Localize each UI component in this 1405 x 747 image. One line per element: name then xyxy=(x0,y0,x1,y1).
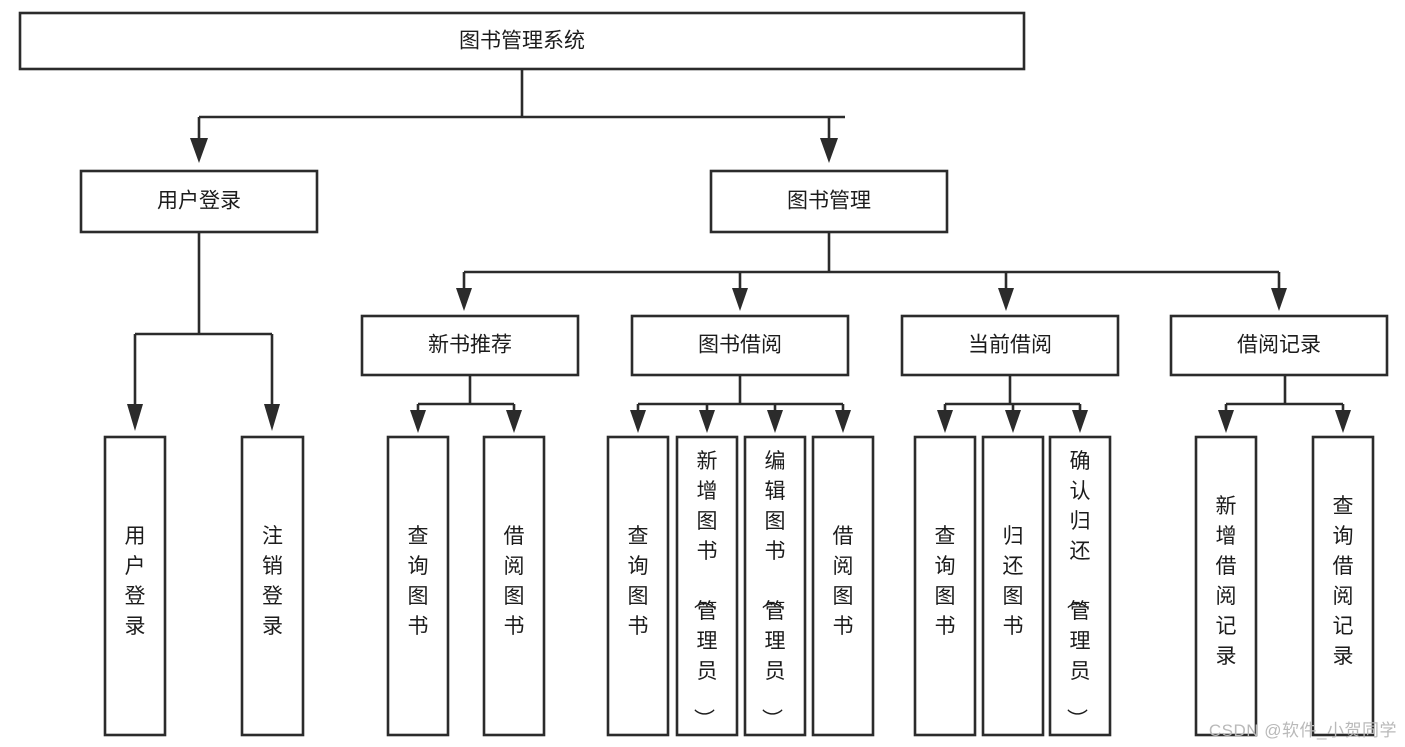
arrow-head-borrow-record xyxy=(1271,288,1287,311)
leaf-borrow-book-1-box[interactable] xyxy=(482,435,546,737)
leaf-borrow-book-2-box[interactable] xyxy=(811,435,875,737)
node-current-borrow-label: 当前借阅 xyxy=(968,334,1052,357)
arrow-head-leaf-borrow-book-1 xyxy=(506,410,522,433)
node-new-book-rec[interactable]: 新书推荐 xyxy=(360,314,580,377)
leaf-return-book[interactable]: 归还图书 xyxy=(981,435,1045,737)
leaf-user-login-label: 用户登录 xyxy=(125,525,146,638)
leaf-confirm-return[interactable]: 确认归还（管理员） xyxy=(1048,435,1112,737)
leaf-query-book-1[interactable]: 查询图书 xyxy=(386,435,450,737)
arrow-head-leaf-add-record xyxy=(1218,410,1234,433)
node-book-borrow-label: 图书借阅 xyxy=(698,334,782,357)
arrow-head-current-borrow xyxy=(998,288,1014,311)
node-book-borrow-box[interactable] xyxy=(630,314,850,377)
leaf-query-book-1-box[interactable] xyxy=(386,435,450,737)
node-current-borrow-box[interactable] xyxy=(900,314,1120,377)
leaf-add-record-label: 新增借阅记录 xyxy=(1216,495,1237,668)
arrow-head-leaf-borrow-book-2 xyxy=(835,410,851,433)
leaf-query-book-1-label: 查询图书 xyxy=(408,525,429,638)
leaf-user-login[interactable]: 用户登录 xyxy=(103,435,167,737)
node-book-borrow[interactable]: 图书借阅 xyxy=(630,314,850,377)
leaf-query-record-box[interactable] xyxy=(1311,435,1375,737)
node-root[interactable]: 图书管理系统 xyxy=(18,11,1026,71)
leaf-query-record-label: 查询借阅记录 xyxy=(1333,495,1354,668)
arrow-head-leaf-add-book xyxy=(699,410,715,433)
leaf-query-book-2[interactable]: 查询图书 xyxy=(606,435,670,737)
leaf-borrow-book-1-label: 借阅图书 xyxy=(504,525,525,638)
leaf-borrow-book-2-label: 借阅图书 xyxy=(833,525,854,638)
leaf-query-book-2-box[interactable] xyxy=(606,435,670,737)
node-borrow-record-label: 借阅记录 xyxy=(1237,334,1321,357)
connector-group-user-login xyxy=(127,232,280,431)
node-current-borrow[interactable]: 当前借阅 xyxy=(900,314,1120,377)
arrow-head-leaf-user-login xyxy=(127,404,143,431)
node-borrow-record[interactable]: 借阅记录 xyxy=(1169,314,1389,377)
arrow-head-leaf-logout-login xyxy=(264,404,280,431)
connector-group-root xyxy=(190,69,845,163)
arrow-head-book-manage xyxy=(820,138,838,163)
node-new-book-rec-label: 新书推荐 xyxy=(428,334,512,357)
connector-group-book-borrow xyxy=(630,375,851,433)
arrow-head-new-book-rec xyxy=(456,288,472,311)
leaf-user-login-box[interactable] xyxy=(103,435,167,737)
leaf-edit-book-box[interactable] xyxy=(743,435,807,737)
arrow-head-leaf-query-book-2 xyxy=(630,410,646,433)
node-new-book-rec-box[interactable] xyxy=(360,314,580,377)
node-root-box[interactable] xyxy=(18,11,1026,71)
leaf-borrow-book-1[interactable]: 借阅图书 xyxy=(482,435,546,737)
leaf-logout-login-box[interactable] xyxy=(240,435,305,737)
leaf-confirm-return-box[interactable] xyxy=(1048,435,1112,737)
node-user-login[interactable]: 用户登录 xyxy=(79,169,319,234)
arrow-head-leaf-return-book xyxy=(1005,410,1021,433)
leaf-logout-login-label: 注销登录 xyxy=(262,525,283,638)
leaf-borrow-book-2[interactable]: 借阅图书 xyxy=(811,435,875,737)
node-book-manage-box[interactable] xyxy=(709,169,949,234)
leaf-logout-login[interactable]: 注销登录 xyxy=(240,435,305,737)
connector-group-borrow-record xyxy=(1218,375,1351,433)
connector-group-current-borrow xyxy=(937,375,1088,433)
leaf-query-book-2-label: 查询图书 xyxy=(628,525,649,638)
leaf-node-layer: 用户登录 注销登录 查询图书 借阅图书 查询图书 新增图书（管理员） 编辑图书（管理员） 借阅… xyxy=(103,435,1375,737)
leaf-edit-book[interactable]: 编辑图书（管理员） xyxy=(743,435,807,737)
leaf-add-book-label: 新增图书（管理员） xyxy=(692,450,718,729)
node-user-login-box[interactable] xyxy=(79,169,319,234)
leaf-query-book-3[interactable]: 查询图书 xyxy=(913,435,977,737)
leaf-query-record[interactable]: 查询借阅记录 xyxy=(1311,435,1375,737)
arrow-head-leaf-query-book-3 xyxy=(937,410,953,433)
leaf-add-book-box[interactable] xyxy=(675,435,739,737)
arrow-head-leaf-confirm-return xyxy=(1072,410,1088,433)
arrow-head-leaf-edit-book xyxy=(767,410,783,433)
node-borrow-record-box[interactable] xyxy=(1169,314,1389,377)
leaf-query-book-3-box[interactable] xyxy=(913,435,977,737)
connector-group-book-manage xyxy=(456,232,1287,311)
arrow-head-leaf-query-record xyxy=(1335,410,1351,433)
arrow-head-leaf-query-book-1 xyxy=(410,410,426,433)
leaf-edit-book-label: 编辑图书（管理员） xyxy=(760,450,786,729)
arrow-head-book-borrow xyxy=(732,288,748,311)
leaf-add-record-box[interactable] xyxy=(1194,435,1258,737)
leaf-return-book-box[interactable] xyxy=(981,435,1045,737)
node-root-label: 图书管理系统 xyxy=(459,30,585,53)
leaf-add-book[interactable]: 新增图书（管理员） xyxy=(675,435,739,737)
arrow-head-user-login xyxy=(190,138,208,163)
node-book-manage[interactable]: 图书管理 xyxy=(709,169,949,234)
leaf-add-record[interactable]: 新增借阅记录 xyxy=(1194,435,1258,737)
leaf-query-book-3-label: 查询图书 xyxy=(935,525,956,638)
node-user-login-label: 用户登录 xyxy=(157,190,241,213)
node-book-manage-label: 图书管理 xyxy=(787,190,871,213)
leaf-return-book-label: 归还图书 xyxy=(1003,525,1024,638)
leaf-confirm-return-label: 确认归还（管理员） xyxy=(1065,450,1091,729)
connector-group-new-book-rec xyxy=(410,375,522,433)
